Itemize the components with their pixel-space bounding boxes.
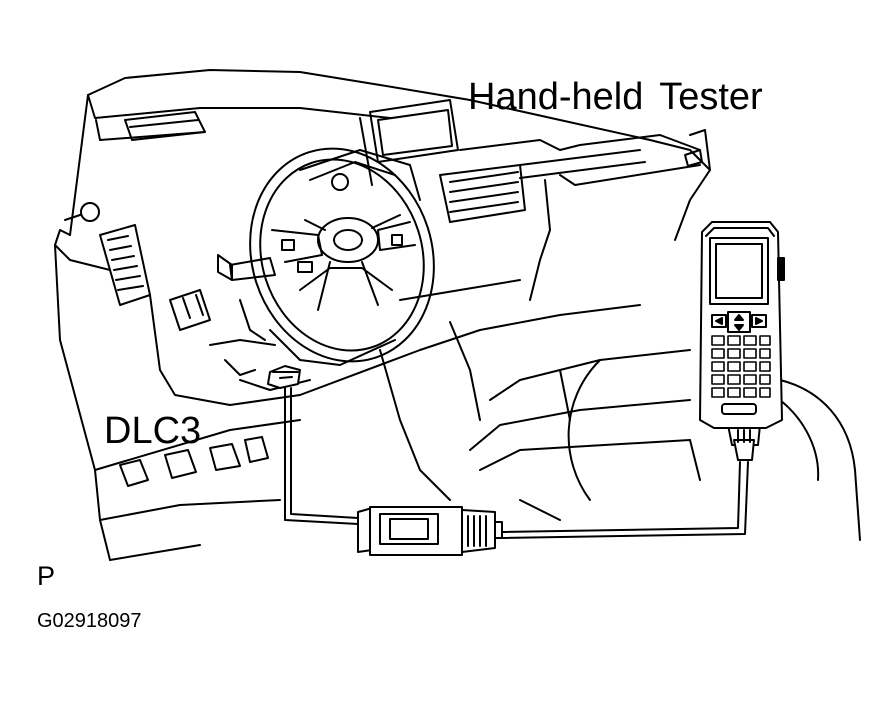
instrument-panel [55,70,710,560]
driver-seat [470,350,860,540]
cable-dlc3 [285,388,358,524]
steering-wheel [210,124,520,390]
figure-id: G02918097 [37,610,142,632]
dlc3-label: DLC3 [104,410,202,452]
hand-held-tester [700,222,784,460]
cable-adapter [358,507,502,555]
hand-held-tester-label: Hand-held Tester [468,76,763,118]
view-letter: P [37,561,56,591]
dlc3-connector [268,366,300,388]
cable-tester [502,462,748,538]
tester-keypad [712,336,770,397]
